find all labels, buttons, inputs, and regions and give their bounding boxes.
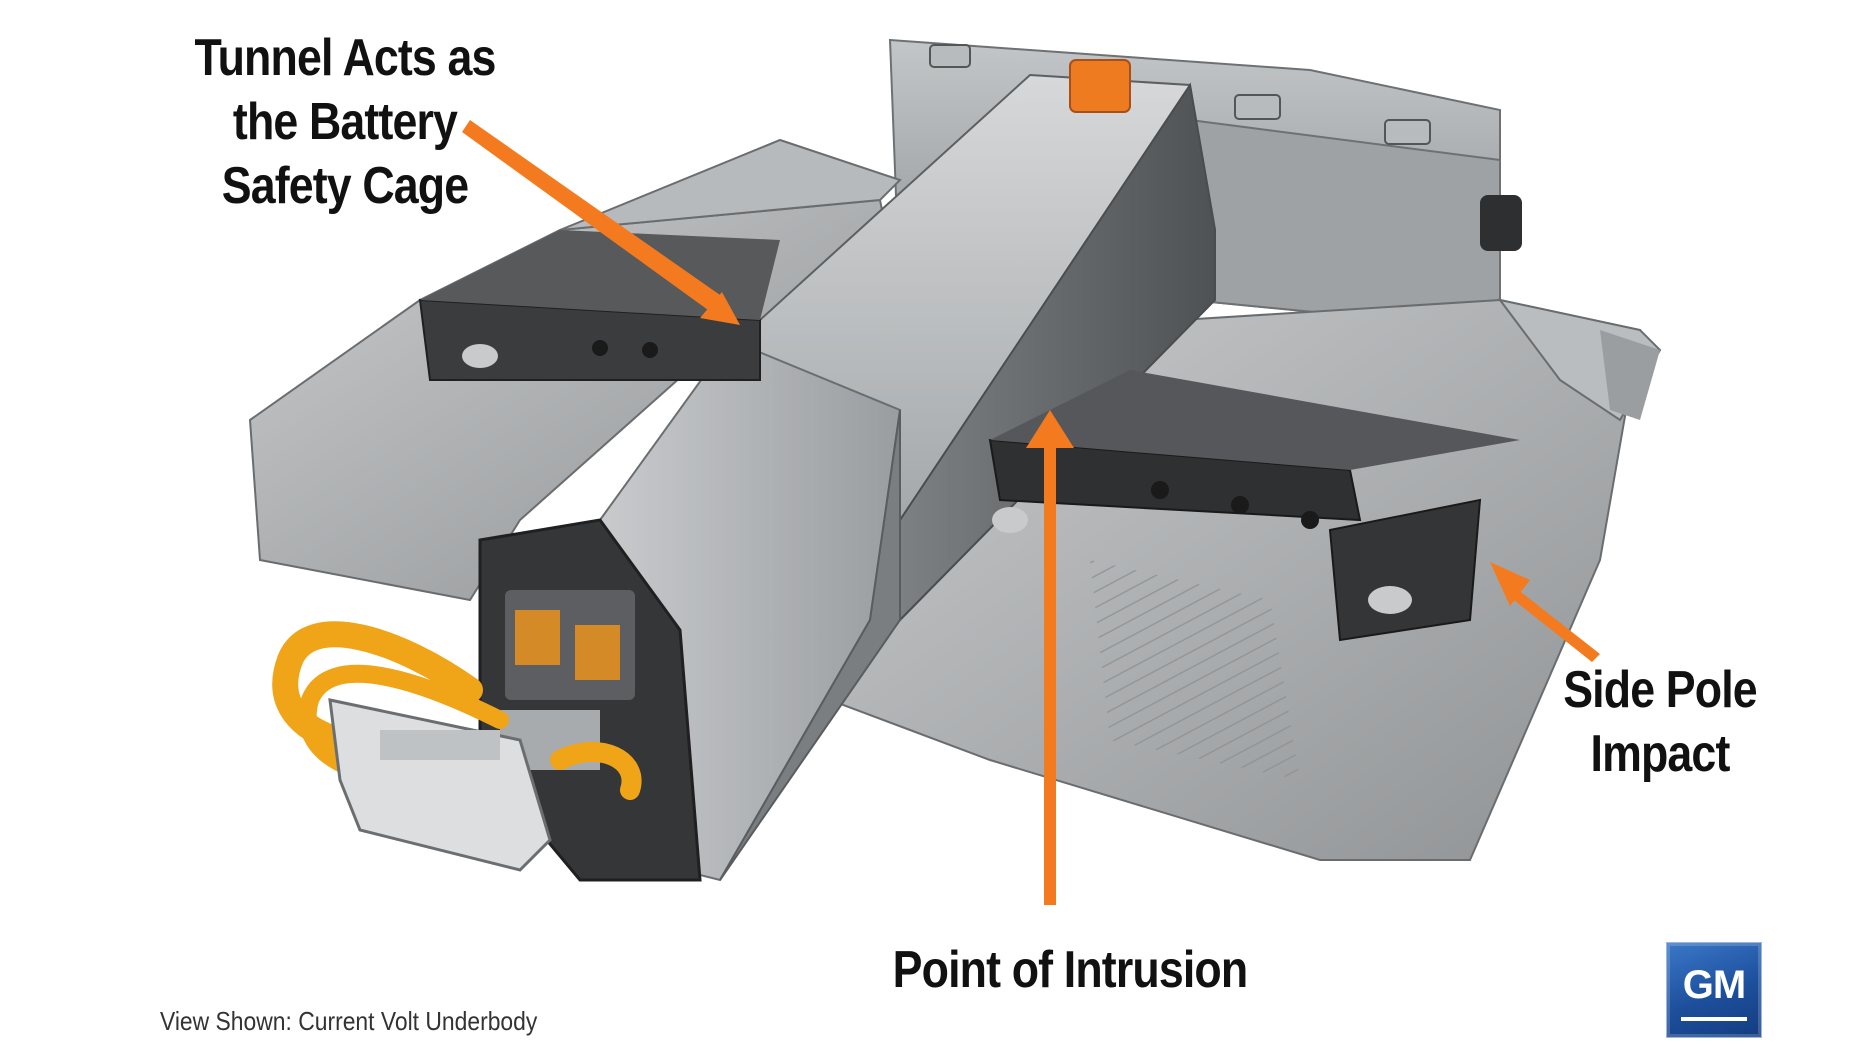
callout-side-pole-label: Side Pole Impact — [1522, 658, 1797, 786]
callout-tunnel-line-2: the Battery — [232, 93, 458, 151]
side-pole-arrowhead-icon — [1490, 562, 1530, 606]
side-pole-arrow-icon — [1505, 585, 1600, 662]
callout-intrusion-label: Point of Intrusion — [889, 938, 1250, 1002]
intrusion-arrow-icon — [1044, 440, 1056, 905]
callout-intrusion-line-1: Point of Intrusion — [892, 941, 1249, 999]
orange-connector-icon — [1069, 59, 1131, 113]
callout-tunnel-line-1: Tunnel Acts as — [194, 29, 496, 87]
callout-tunnel-label: Tunnel Acts as the Battery Safety Cage — [177, 26, 512, 218]
callout-side-pole-line-2: Impact — [1590, 725, 1731, 783]
callout-arrows — [462, 120, 1600, 905]
connector-plug-icon — [328, 698, 552, 872]
gm-logo-icon: GM — [1666, 942, 1762, 1038]
left-cross-member — [418, 230, 780, 381]
view-caption: View Shown: Current Volt Underbody — [160, 1006, 538, 1036]
callout-tunnel-line-3: Safety Cage — [221, 157, 469, 215]
right-cross-member — [988, 370, 1520, 642]
tunnel-arrowhead-icon — [700, 292, 740, 325]
callout-side-pole-line-1: Side Pole — [1563, 661, 1757, 719]
gm-logo-text: GM — [1682, 963, 1746, 1007]
intrusion-arrowhead-icon — [1026, 410, 1074, 448]
gm-logo-underline — [1681, 1017, 1747, 1021]
tunnel-arrow-icon — [462, 120, 740, 325]
